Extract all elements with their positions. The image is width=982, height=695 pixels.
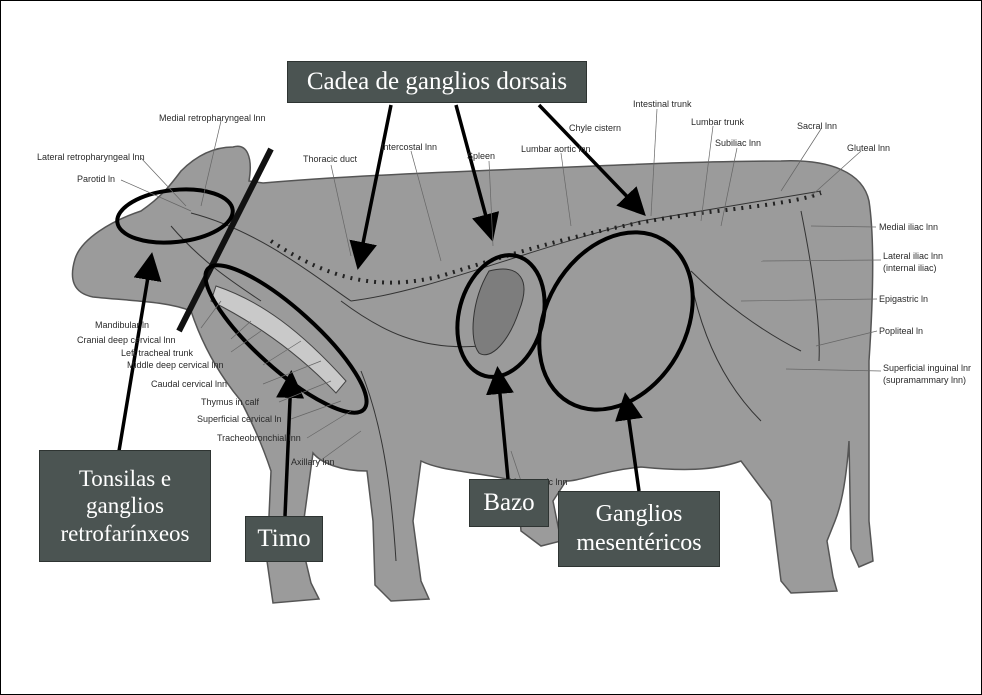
callout-mesenteric: Ganglios mesentéricos (558, 491, 720, 567)
label-intestinal-trunk: Intestinal trunk (633, 99, 692, 109)
label-lateral-iliac-sub: (internal iliac) (883, 263, 937, 273)
callout-tonsils-line2: ganglios (86, 492, 164, 520)
label-superficial-inguinal: Superficial inguinal lnr (883, 363, 971, 373)
label-medial-iliac: Medial iliac lnn (879, 222, 938, 232)
callout-thymus: Timo (245, 516, 323, 562)
callout-mesenteric-line1: Ganglios (596, 500, 683, 529)
callout-mesenteric-line2: mesentéricos (576, 529, 701, 558)
callout-dorsal-chain: Cadea de ganglios dorsais (287, 61, 587, 103)
label-intercostal: Intercostal lnn (381, 142, 437, 152)
label-popliteal: Popliteal ln (879, 326, 923, 336)
label-caudal-cervical: Caudal cervical lnn (151, 379, 227, 389)
label-thymus-calf: Thymus in calf (201, 397, 260, 407)
callout-tonsils: Tonsilas e ganglios retrofarínxeos (39, 450, 211, 562)
label-cranial-deep-cervical: Cranial deep cervical lnn (77, 335, 176, 345)
label-mandibular: Mandibular ln (95, 320, 149, 330)
label-lumbar-trunk: Lumbar trunk (691, 117, 745, 127)
label-thoracic-duct: Thoracic duct (303, 154, 358, 164)
label-lumbar-aortic: Lumbar aortic lnn (521, 144, 591, 154)
callout-tonsils-line3: retrofarínxeos (61, 520, 190, 548)
callout-thymus-text: Timo (257, 524, 310, 554)
callout-dorsal-chain-text: Cadea de ganglios dorsais (307, 67, 567, 97)
label-lateral-retropharyngeal: Lateral retropharyngeal lnn (37, 152, 145, 162)
callout-tonsils-line1: Tonsilas e (79, 465, 171, 493)
label-superficial-inguinal-sub: (supramammary lnn) (883, 375, 966, 385)
label-tracheobronchial: Tracheobronchial lnn (217, 433, 301, 443)
label-epigastric: Epigastric ln (879, 294, 928, 304)
callout-spleen: Bazo (469, 479, 549, 527)
label-superficial-cervical: Superficial cervical ln (197, 414, 282, 424)
label-axillary: Axillary lnn (291, 457, 335, 467)
callout-spleen-text: Bazo (483, 488, 534, 518)
label-parotid: Parotid ln (77, 174, 115, 184)
label-gluteal: Gluteal lnn (847, 143, 890, 153)
label-spleen-en: Spleen (467, 151, 495, 161)
label-left-tracheal-trunk: Left tracheal trunk (121, 348, 194, 358)
label-sacral: Sacral lnn (797, 121, 837, 131)
label-middle-deep-cervical: Middle deep cervical lnn (127, 360, 224, 370)
label-medial-retropharyngeal: Medial retropharyngeal lnn (159, 113, 266, 123)
label-chyle-cistern: Chyle cistern (569, 123, 621, 133)
label-lateral-iliac: Lateral iliac lnn (883, 251, 943, 261)
label-subiliac: Subiliac lnn (715, 138, 761, 148)
